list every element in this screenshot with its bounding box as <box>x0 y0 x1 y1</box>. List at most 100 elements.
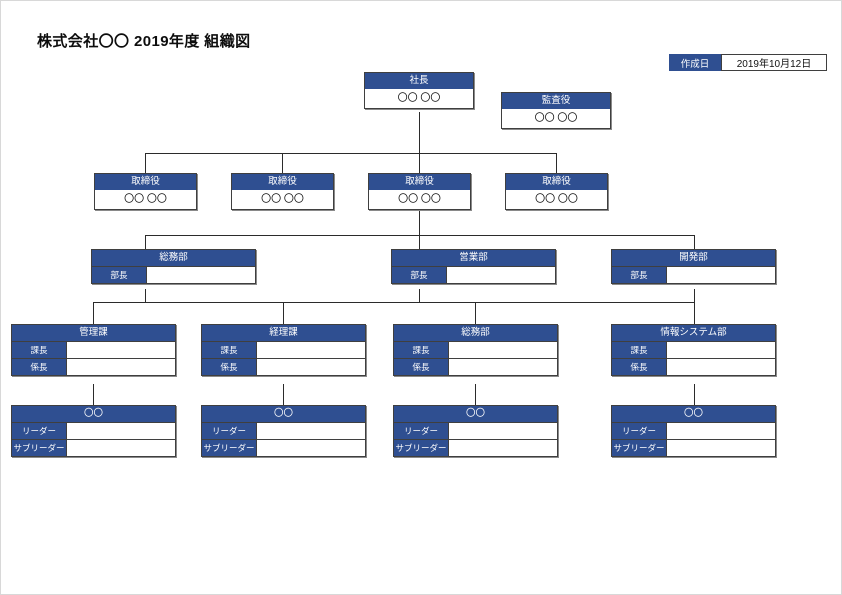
node-auditor[interactable]: 監査役 〇〇 〇〇 <box>501 92 611 129</box>
node-president-name: 〇〇 〇〇 <box>365 89 473 108</box>
node-section-1-row-1-value[interactable] <box>66 342 175 358</box>
node-team-2-title: 〇〇 <box>202 406 365 422</box>
connector-director3-to-dept <box>419 209 420 235</box>
node-section-3[interactable]: 総務部 課長 係長 <box>393 324 558 376</box>
node-section-3-row-1-label: 課長 <box>394 342 448 358</box>
node-section-1[interactable]: 管理課 課長 係長 <box>11 324 176 376</box>
node-department-3-row-1-value[interactable] <box>666 267 775 283</box>
node-team-3-row-2-value[interactable] <box>448 440 557 456</box>
connector-director-4-down <box>556 153 557 173</box>
node-team-1-title: 〇〇 <box>12 406 175 422</box>
node-team-2[interactable]: 〇〇 リーダー サブリーダー <box>201 405 366 457</box>
node-section-3-row-2-value[interactable] <box>448 359 557 375</box>
node-section-2-row-1: 課長 <box>202 341 365 358</box>
node-director-2-name: 〇〇 〇〇 <box>232 190 333 209</box>
node-team-2-row-2-value[interactable] <box>256 440 365 456</box>
node-section-4-row-1-value[interactable] <box>666 342 775 358</box>
node-team-1[interactable]: 〇〇 リーダー サブリーダー <box>11 405 176 457</box>
node-director-4-title: 取締役 <box>506 174 607 190</box>
creation-date-stamp: 作成日 2019年10月12日 <box>669 54 827 71</box>
node-team-1-row-2-value[interactable] <box>66 440 175 456</box>
node-section-3-row-1: 課長 <box>394 341 557 358</box>
node-section-4-row-2: 係長 <box>612 358 775 375</box>
node-section-4-row-1-label: 課長 <box>612 342 666 358</box>
node-team-3-row-1-value[interactable] <box>448 423 557 439</box>
node-director-3[interactable]: 取締役 〇〇 〇〇 <box>368 173 471 210</box>
node-section-4-row-2-value[interactable] <box>666 359 775 375</box>
connector-president-down <box>419 112 420 153</box>
node-auditor-title: 監査役 <box>502 93 610 109</box>
node-director-4[interactable]: 取締役 〇〇 〇〇 <box>505 173 608 210</box>
node-team-3[interactable]: 〇〇 リーダー サブリーダー <box>393 405 558 457</box>
connector-director-bus <box>145 153 556 154</box>
connector-dept1-to-section <box>145 289 146 302</box>
node-team-1-row-2: サブリーダー <box>12 439 175 456</box>
node-team-3-row-2: サブリーダー <box>394 439 557 456</box>
node-director-3-name: 〇〇 〇〇 <box>369 190 470 209</box>
node-section-2-title: 経理課 <box>202 325 365 341</box>
node-department-2[interactable]: 営業部 部長 <box>391 249 556 284</box>
node-team-3-row-1-label: リーダー <box>394 423 448 439</box>
connector-section-3-down <box>475 302 476 324</box>
node-section-3-row-1-value[interactable] <box>448 342 557 358</box>
node-team-1-row-1-label: リーダー <box>12 423 66 439</box>
node-section-2-row-2: 係長 <box>202 358 365 375</box>
node-section-2-row-2-value[interactable] <box>256 359 365 375</box>
node-department-2-row-1-label: 部長 <box>392 267 446 283</box>
node-team-4-row-1: リーダー <box>612 422 775 439</box>
node-president[interactable]: 社長 〇〇 〇〇 <box>364 72 474 109</box>
connector-dept-1-down <box>145 235 146 249</box>
node-section-2-row-1-value[interactable] <box>256 342 365 358</box>
creation-date-label: 作成日 <box>669 54 721 71</box>
node-director-1-name: 〇〇 〇〇 <box>95 190 196 209</box>
node-director-1-title: 取締役 <box>95 174 196 190</box>
node-team-4[interactable]: 〇〇 リーダー サブリーダー <box>611 405 776 457</box>
node-team-1-row-1-value[interactable] <box>66 423 175 439</box>
node-department-3[interactable]: 開発部 部長 <box>611 249 776 284</box>
connector-section-4-down <box>694 302 695 324</box>
node-team-4-row-2: サブリーダー <box>612 439 775 456</box>
node-director-4-name: 〇〇 〇〇 <box>506 190 607 209</box>
node-department-1-row-1: 部長 <box>92 266 255 283</box>
node-section-3-row-2-label: 係長 <box>394 359 448 375</box>
connector-section3-to-team <box>475 384 476 405</box>
connector-section2-to-team <box>283 384 284 405</box>
node-section-4-row-1: 課長 <box>612 341 775 358</box>
node-team-3-row-1: リーダー <box>394 422 557 439</box>
node-section-3-row-2: 係長 <box>394 358 557 375</box>
connector-director-3-down <box>419 153 420 173</box>
connector-dept-3-down <box>694 235 695 249</box>
node-section-1-row-2-value[interactable] <box>66 359 175 375</box>
node-director-2[interactable]: 取締役 〇〇 〇〇 <box>231 173 334 210</box>
node-department-1[interactable]: 総務部 部長 <box>91 249 256 284</box>
node-department-3-row-1: 部長 <box>612 266 775 283</box>
node-section-2[interactable]: 経理課 課長 係長 <box>201 324 366 376</box>
node-section-4-row-2-label: 係長 <box>612 359 666 375</box>
node-team-3-title: 〇〇 <box>394 406 557 422</box>
node-section-4[interactable]: 情報システム部 課長 係長 <box>611 324 776 376</box>
node-section-4-title: 情報システム部 <box>612 325 775 341</box>
node-team-2-row-2: サブリーダー <box>202 439 365 456</box>
connector-dept-2-down <box>419 235 420 249</box>
node-director-1[interactable]: 取締役 〇〇 〇〇 <box>94 173 197 210</box>
connector-director-2-down <box>282 153 283 173</box>
node-section-1-row-2-label: 係長 <box>12 359 66 375</box>
node-director-3-title: 取締役 <box>369 174 470 190</box>
page-title: 株式会社〇〇 2019年度 組織図 <box>37 33 251 50</box>
connector-section1-to-team <box>93 384 94 405</box>
node-team-1-row-1: リーダー <box>12 422 175 439</box>
connector-section-1-down <box>93 302 94 324</box>
node-department-2-row-1-value[interactable] <box>446 267 555 283</box>
node-section-3-title: 総務部 <box>394 325 557 341</box>
node-team-2-row-2-label: サブリーダー <box>202 440 256 456</box>
creation-date-value: 2019年10月12日 <box>721 54 827 71</box>
node-department-1-row-1-label: 部長 <box>92 267 146 283</box>
node-auditor-name: 〇〇 〇〇 <box>502 109 610 128</box>
connector-dept3-to-section <box>694 289 695 302</box>
node-section-1-title: 管理課 <box>12 325 175 341</box>
node-team-2-row-1-value[interactable] <box>256 423 365 439</box>
node-department-1-row-1-value[interactable] <box>146 267 255 283</box>
node-team-4-row-2-value[interactable] <box>666 440 775 456</box>
node-team-4-row-1-value[interactable] <box>666 423 775 439</box>
node-team-4-title: 〇〇 <box>612 406 775 422</box>
